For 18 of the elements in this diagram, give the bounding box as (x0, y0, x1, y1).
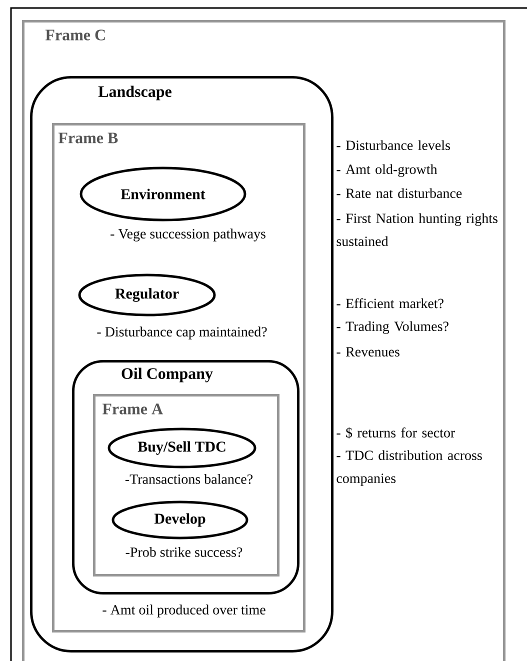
caption-text: -Transactions balance? (125, 474, 253, 484)
note-text: - Rate nat disturbance (336, 188, 462, 198)
note-text: - Trading Volumes? (336, 321, 448, 334)
ellipse-node: Develop (112, 500, 248, 540)
note-text: - TDC distribution across companies (336, 450, 482, 486)
ellipse-node: Buy/Sell TDC (108, 428, 256, 468)
ellipse-node: Regulator (78, 274, 216, 316)
caption-text: - Vege succession pathways (110, 228, 266, 242)
note-text: - Disturbance levels (336, 140, 450, 150)
caption-text: - Amt oil produced over time (102, 604, 266, 618)
note-text: - Efficient market? (336, 298, 444, 308)
caption-text: -Prob strike success? (126, 547, 242, 557)
note-text: - First Nation hunting rights sustained (336, 213, 498, 246)
note-text: - Revenues (336, 347, 400, 356)
ellipse-node: Environment (80, 166, 246, 222)
caption-text: - Disturbance cap maintained? (97, 326, 267, 340)
note-text: - Amt old-growth (336, 164, 438, 177)
note-text: - $ returns for sector (336, 427, 456, 438)
